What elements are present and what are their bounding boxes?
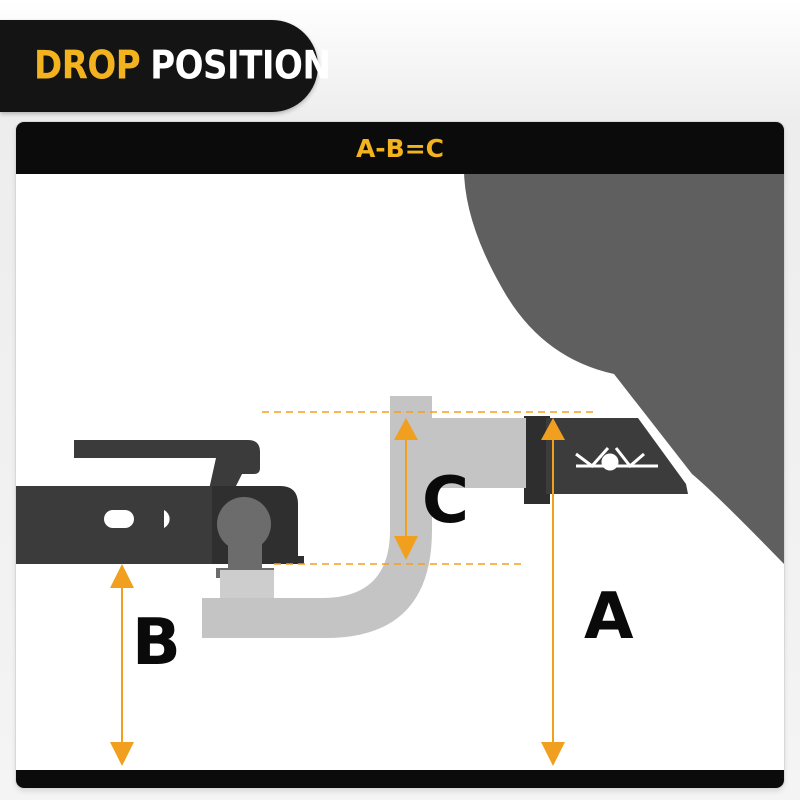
mount-top-shank bbox=[432, 418, 526, 488]
diagram-panel: A-B=C bbox=[16, 122, 784, 788]
tongue-slot-half bbox=[164, 510, 170, 528]
label-c: C bbox=[422, 464, 469, 538]
receiver-tube bbox=[524, 416, 550, 504]
hitch-ball bbox=[217, 497, 271, 551]
hitch-diagram: C B A bbox=[16, 162, 784, 766]
formula-bar: A-B=C bbox=[16, 122, 784, 174]
dimension-a-arrow bbox=[541, 418, 565, 766]
mount-ball-shadow bbox=[220, 570, 274, 598]
coupler-latch bbox=[74, 440, 260, 494]
formula-text: A-B=C bbox=[355, 133, 445, 163]
dashed-guides bbox=[262, 411, 594, 565]
label-b: B bbox=[132, 606, 181, 680]
ground-bar bbox=[16, 770, 784, 788]
receiver-frame bbox=[546, 418, 688, 494]
ball-mount bbox=[202, 396, 432, 638]
dimension-b-arrow bbox=[110, 564, 134, 766]
hitch-pin-icon bbox=[575, 447, 658, 471]
vehicle-body bbox=[463, 162, 784, 564]
tongue-slot bbox=[104, 510, 134, 528]
label-a: A bbox=[584, 580, 634, 654]
dimension-c-arrow bbox=[394, 418, 418, 560]
title-word-position: POSITION bbox=[150, 43, 331, 89]
title-word-drop: DROP bbox=[34, 43, 141, 89]
